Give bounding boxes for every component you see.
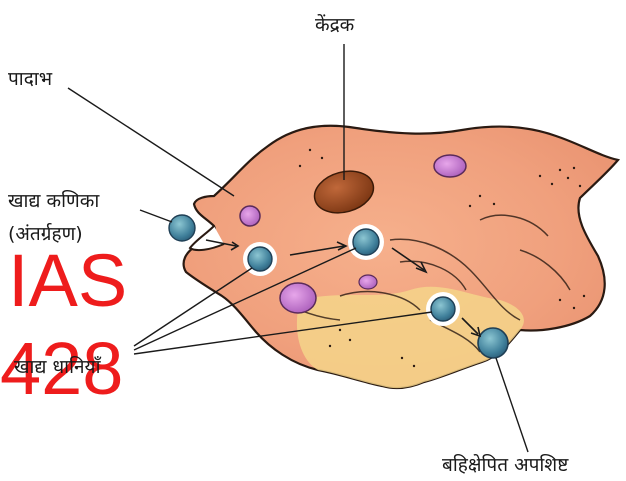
label-food-particle-ingestion: (अंतर्ग्रहण) [8,225,83,244]
food-particle [169,215,195,241]
label-nucleus: केंद्रक [315,16,354,35]
purple-vacuole-large [280,283,316,313]
label-food-vacuoles: खाद्य धानियाँ [14,358,101,377]
purple-vacuole-top [434,155,466,177]
food-vacuole-2 [353,229,379,255]
label-pseudopodia: पादाभ [8,70,52,89]
food-vacuole-3 [431,297,455,321]
watermark-line1: IAS [8,244,127,318]
label-food-particle: खाद्य कणिका [8,192,99,211]
food-vacuole-1 [248,247,272,271]
purple-vacuole-mid [359,275,377,289]
label-egested-waste: बहिक्षेपित अपशिष्ट [442,456,568,475]
egested-waste-particle [478,328,508,358]
purple-vacuole-small [240,206,260,226]
